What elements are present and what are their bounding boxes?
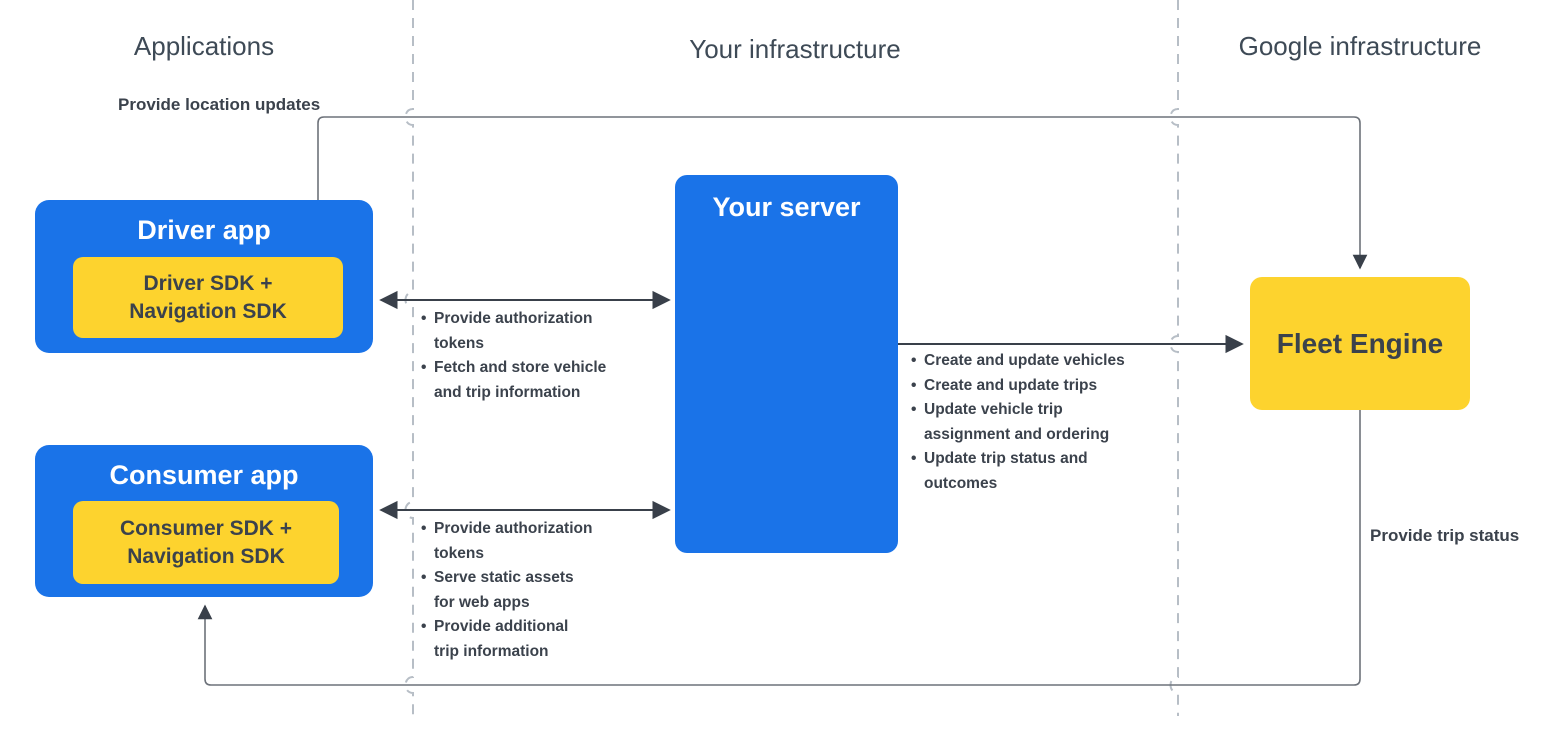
bullet-item: • Provide additional trip information — [421, 615, 651, 664]
bullet-item: • Create and update vehicles — [911, 349, 1171, 374]
bullet-dot: • — [421, 520, 427, 537]
bullet-item: • Create and update trips — [911, 374, 1171, 399]
bullet-item: • Provide authorization tokens — [421, 307, 651, 356]
driver-app-title: Driver app — [137, 215, 271, 245]
column-header-applications: Applications — [133, 31, 275, 61]
bullet-text: Update trip status and outcomes — [924, 450, 1088, 492]
bullet-dot: • — [421, 618, 427, 635]
bullet-dot: • — [911, 352, 917, 369]
consumer-sdk-node: Consumer SDK + Navigation SDK — [73, 501, 339, 584]
bullet-text: Update vehicle trip assignment and order… — [924, 401, 1110, 443]
bullet-dot: • — [421, 310, 427, 327]
bullet-text: Create and update vehicles — [924, 352, 1125, 369]
column-header-your-infrastructure: Your infrastructure — [689, 34, 901, 64]
driver-sdk-node: Driver SDK + Navigation SDK — [73, 257, 343, 338]
bullet-text: Provide additional trip information — [434, 618, 569, 660]
edge-label-provide-location-updates: Provide location updates — [118, 95, 321, 114]
fleet-engine-node: Fleet Engine — [1250, 277, 1470, 410]
edge-label-provide-trip-status: Provide trip status — [1370, 526, 1520, 545]
bullet-list-driver-server: • Provide authorization tokens • Fetch a… — [421, 307, 651, 405]
consumer-app-title: Consumer app — [109, 460, 299, 490]
bullet-text: Provide authorization tokens — [434, 310, 593, 352]
column-divider-left — [404, 0, 414, 716]
bullet-dot: • — [911, 450, 917, 467]
column-divider-right — [1169, 0, 1179, 716]
bullet-item: • Provide authorization tokens — [421, 517, 651, 566]
bullet-item: • Update trip status and outcomes — [911, 447, 1171, 496]
bullet-dot: • — [911, 376, 917, 394]
consumer-app-node: Consumer app Consumer SDK + Navigation S… — [35, 445, 373, 597]
bullet-dot: • — [421, 569, 427, 586]
driver-app-node: Driver app Driver SDK + Navigation SDK — [35, 200, 373, 353]
your-server-title: Your server — [712, 192, 861, 222]
bullet-text: Create and update trips — [924, 376, 1098, 394]
bullet-dot: • — [421, 359, 427, 376]
bullet-item: • Fetch and store vehicle and trip infor… — [421, 356, 651, 405]
edge-driver-to-fleet — [317, 116, 1368, 270]
your-server-node: Your server — [675, 175, 898, 553]
bullet-list-server-fleet: • Create and update vehicles • Create an… — [911, 349, 1171, 496]
bullet-item: • Update vehicle trip assignment and ord… — [911, 398, 1171, 447]
bullet-item: • Serve static assets for web apps — [421, 566, 651, 615]
bullet-text: Fetch and store vehicle and trip informa… — [434, 359, 607, 401]
bullet-text: Provide authorization tokens — [434, 520, 593, 562]
bullet-list-consumer-server: • Provide authorization tokens • Serve s… — [421, 517, 651, 664]
bullet-dot: • — [911, 401, 917, 418]
bullet-text: Serve static assets for web apps — [434, 569, 574, 611]
column-header-google-infrastructure: Google infrastructure — [1238, 31, 1482, 61]
edge-fleet-to-consumer — [197, 410, 1361, 686]
